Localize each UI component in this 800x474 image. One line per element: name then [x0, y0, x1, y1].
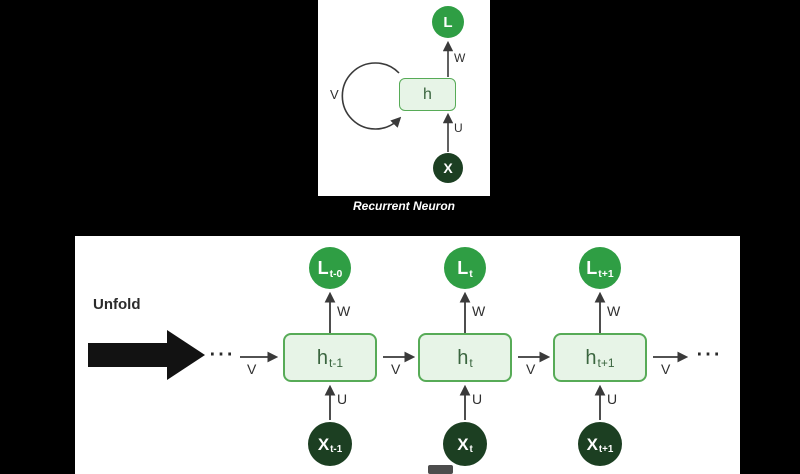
hidden-label-1: h	[457, 346, 469, 369]
hidden-sub-2: t+1	[597, 355, 615, 370]
u-weight-label: U	[454, 121, 463, 135]
unfolded-arrow-layer	[88, 291, 689, 420]
hidden-label-2: h	[585, 346, 597, 369]
entry-v-label: V	[247, 361, 257, 377]
u-weight-label-0: U	[337, 391, 348, 407]
unfold-arrow	[88, 330, 205, 380]
output-sub-2: t+1	[598, 268, 614, 280]
v-weight-label: V	[330, 87, 339, 102]
ellipsis-left: ⋯	[208, 338, 235, 368]
output-sub-1: t	[469, 268, 473, 280]
w-weight-label-0: W	[337, 303, 351, 319]
input-label-2: X	[586, 434, 598, 454]
u-weight-label-1: U	[472, 391, 483, 407]
recurrent-neuron-arrow-layer	[341, 40, 454, 152]
input-sub-1: t	[469, 444, 473, 456]
input-sub-2: t+1	[598, 444, 614, 456]
output-label-2: L	[586, 257, 598, 278]
w-weight-label-2: W	[607, 303, 621, 319]
w-weight-label: W	[454, 51, 466, 65]
v-weight-label-exit: V	[661, 361, 671, 377]
hidden-state-box: h	[399, 78, 456, 111]
hidden-sub-1: t	[469, 355, 473, 370]
hidden-sub-0: t-1	[329, 355, 344, 370]
recurrent-loop-arrow	[341, 62, 402, 130]
output-node-label: L	[443, 13, 453, 31]
input-node: X	[433, 153, 463, 183]
hidden-state-label: h	[423, 85, 432, 103]
v-weight-label-1: V	[526, 361, 536, 377]
hidden-label-0: h	[316, 346, 329, 369]
w-weight-label-1: W	[472, 303, 486, 319]
input-label-1: X	[457, 434, 469, 454]
figure-caption: Recurrent Neuron	[352, 199, 456, 213]
output-node: L	[432, 6, 464, 38]
output-sub-0: t-0	[329, 268, 343, 280]
unfold-label: Unfold	[93, 296, 141, 313]
bottom-bar-fragment	[428, 465, 453, 474]
output-label-0: L	[317, 257, 329, 278]
v-weight-label-0: V	[391, 361, 401, 377]
output-label-1: L	[457, 257, 469, 278]
input-sub-0: t-1	[330, 444, 343, 456]
recurrent-neuron-panel: L W h V U X	[318, 0, 490, 196]
u-weight-label-2: U	[607, 391, 618, 407]
input-node-label: X	[443, 160, 453, 176]
ellipsis-right: ⋯	[695, 338, 722, 368]
input-label-0: X	[317, 434, 330, 454]
